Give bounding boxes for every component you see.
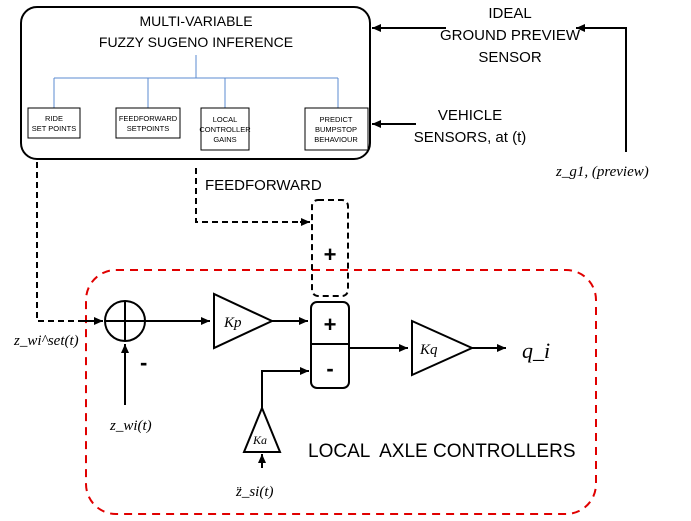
ride-setpoints-line2: SET POINTS xyxy=(32,124,76,133)
fuzzy-title-line2: FUZZY SUGENO INFERENCE xyxy=(99,34,293,50)
accel-signal-label: z̈_si(t) xyxy=(235,484,274,500)
vehicle-sensors-line2: SENSORS, at (t) xyxy=(414,129,527,146)
error-summing-junction xyxy=(104,300,146,342)
fuzzy-inference-block: MULTI-VARIABLE FUZZY SUGENO INFERENCE RI… xyxy=(20,6,371,160)
circle-minus-sign: - xyxy=(140,350,147,375)
feedforward-path xyxy=(195,168,304,223)
setpoint-dashed-path xyxy=(36,162,84,322)
gains-line2: CONTROLLER xyxy=(199,125,251,134)
kp-gain-block: Kp xyxy=(213,292,275,350)
kp-label: Kp xyxy=(223,315,242,331)
ka-feedback-line xyxy=(261,370,304,408)
feedforward-setpoints-box xyxy=(115,107,181,139)
fuzzy-output-tree xyxy=(53,55,339,108)
ka-label: Ka xyxy=(252,433,267,447)
feedforward-setpoints-line2: SETPOINTS xyxy=(127,124,170,133)
sum-minus-sign: - xyxy=(326,356,333,381)
predict-bumpstop-box xyxy=(304,107,369,151)
bumpstop-line3: BEHAVIOUR xyxy=(314,135,358,144)
feedforward-plus-sign: + xyxy=(324,242,337,267)
bumpstop-line1: PREDICT xyxy=(320,115,353,124)
measured-signal-label: z_wi(t) xyxy=(109,418,152,434)
preview-signal-label: z_g1, (preview) xyxy=(555,164,649,180)
vehicle-sensors-line1: VEHICLE xyxy=(438,107,502,124)
preview-signal-line xyxy=(590,27,627,152)
preview-sensor-line2: GROUND PREVIEW xyxy=(440,27,581,44)
ka-gain-block: Ka xyxy=(242,405,282,453)
setpoint-label: z_wi^set(t) xyxy=(13,333,79,349)
local-axle-controllers-label: LOCAL AXLE CONTROLLERS xyxy=(308,441,576,462)
fuzzy-title-line1: MULTI-VARIABLE xyxy=(139,13,252,29)
sum-plus-sign: + xyxy=(324,312,337,337)
kq-label: Kq xyxy=(419,342,438,358)
local-controllers-region xyxy=(85,269,597,515)
feedforward-sum-box xyxy=(311,199,349,297)
preview-sensor-line1: IDEAL xyxy=(488,5,531,22)
gains-line3: GAINS xyxy=(213,135,236,144)
preview-sensor-line3: SENSOR xyxy=(478,49,542,66)
ride-setpoints-line1: RIDE xyxy=(45,114,63,123)
kq-gain-block: Kq xyxy=(411,319,475,377)
gains-line1: LOCAL xyxy=(213,115,238,124)
feedforward-label: FEEDFORWARD xyxy=(205,177,322,194)
bumpstop-line2: BUMPSTOP xyxy=(315,125,357,134)
feedforward-setpoints-line1: FEEDFORWARD xyxy=(119,114,178,123)
ride-setpoints-box xyxy=(27,107,81,139)
local-controller-gains-box xyxy=(200,107,250,151)
output-signal-label: q_i xyxy=(522,338,550,363)
